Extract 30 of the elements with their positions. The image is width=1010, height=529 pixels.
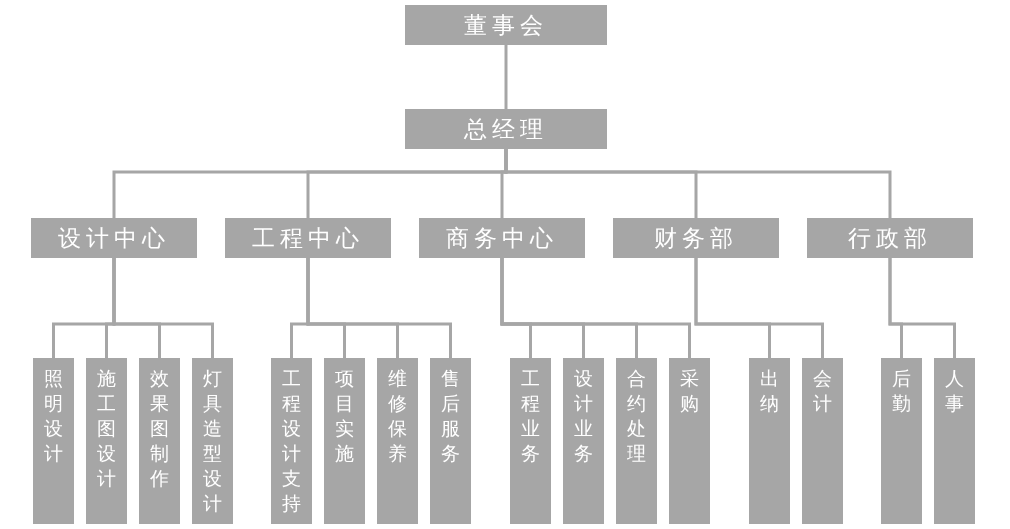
connector-line bbox=[694, 258, 824, 358]
department-box: 灯具造型设计 bbox=[192, 358, 233, 524]
connector-line bbox=[112, 258, 214, 358]
department-box: 售后服务 bbox=[430, 358, 471, 524]
department-box: 工程业务 bbox=[510, 358, 551, 524]
org-box: 董事会 bbox=[405, 5, 607, 45]
department-box: 项目实施 bbox=[324, 358, 365, 524]
department-box: 合约处理 bbox=[616, 358, 657, 524]
org-box: 设计中心 bbox=[31, 218, 197, 258]
connector-line bbox=[888, 258, 956, 358]
org-box: 商务中心 bbox=[419, 218, 585, 258]
department-box: 照明设计 bbox=[33, 358, 74, 524]
department-box: 人事 bbox=[934, 358, 975, 524]
connector-line bbox=[500, 258, 691, 358]
org-box: 工程中心 bbox=[225, 218, 391, 258]
department-box: 后勤 bbox=[881, 358, 922, 524]
department-box: 效果图制作 bbox=[139, 358, 180, 524]
connector-line bbox=[504, 149, 892, 218]
org-box: 行政部 bbox=[807, 218, 973, 258]
department-box: 会计 bbox=[802, 358, 843, 524]
department-box: 维修保养 bbox=[377, 358, 418, 524]
department-box: 采购 bbox=[669, 358, 710, 524]
connector-line bbox=[306, 258, 452, 358]
department-box: 施工图设计 bbox=[86, 358, 127, 524]
department-box: 工程设计支持 bbox=[271, 358, 312, 524]
connector-line bbox=[504, 45, 508, 109]
org-box: 财务部 bbox=[613, 218, 779, 258]
department-box: 出纳 bbox=[749, 358, 790, 524]
department-box: 设计业务 bbox=[563, 358, 604, 524]
org-box: 总经理 bbox=[405, 109, 607, 149]
